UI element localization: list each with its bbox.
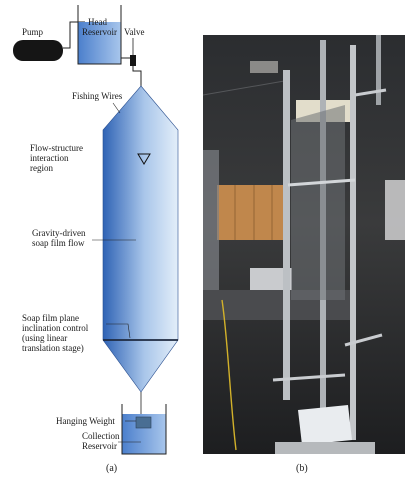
label-inclination-line2: inclination control xyxy=(22,323,89,333)
label-valve: Valve xyxy=(124,27,145,37)
fishing-wires-leader xyxy=(112,102,121,114)
ceiling-beam xyxy=(202,79,291,96)
valve-shape xyxy=(130,55,136,66)
fsi-triangle-icon xyxy=(137,153,151,165)
valve-outlet-tube xyxy=(132,66,142,88)
label-gravity-line1: Gravity-driven xyxy=(32,228,86,238)
photo-panel: (b) xyxy=(202,35,405,474)
head-reservoir-container xyxy=(77,5,122,65)
label-inclination-line1: Soap film plane xyxy=(22,313,79,323)
whiteboard xyxy=(385,180,405,240)
frame-rail-left xyxy=(283,70,290,400)
caption-b: (b) xyxy=(296,463,308,474)
schematic-panel: Pump Head Reservoir Valve Fishing Wires … xyxy=(13,5,179,474)
floor-stand xyxy=(275,442,375,454)
head-reservoir-water xyxy=(78,22,121,64)
label-inclination-line4: translation stage) xyxy=(22,343,84,353)
wooden-cabinets xyxy=(217,185,290,240)
soap-film xyxy=(102,85,179,393)
inclination-leader xyxy=(106,323,131,339)
label-pump: Pump xyxy=(22,27,44,37)
film-plate xyxy=(291,105,345,300)
label-inclination-line3: (using linear xyxy=(22,333,67,343)
frame-rail-far xyxy=(376,35,381,105)
cross-bar-2 xyxy=(272,373,346,382)
label-collection-line2: Reservoir xyxy=(82,441,117,451)
label-gravity-line2: soap film flow xyxy=(32,238,85,248)
cross-bar-4 xyxy=(354,88,387,97)
label-fsi-line3: region xyxy=(30,163,53,173)
cross-bar-3 xyxy=(344,333,383,347)
collection-reservoir-container xyxy=(121,404,167,455)
label-fsi-line2: interaction xyxy=(30,153,69,163)
label-head-reservoir-line2: Reservoir xyxy=(82,27,117,37)
label-hanging-weight: Hanging Weight xyxy=(56,416,115,426)
left-shelf xyxy=(203,150,219,310)
caption-a: (a) xyxy=(106,463,117,474)
instrument-box xyxy=(250,268,292,290)
pump-shape xyxy=(13,40,63,61)
hanging-weight-shape xyxy=(135,416,152,429)
label-head-reservoir-line1: Head xyxy=(88,17,107,27)
yellow-cable xyxy=(221,299,237,451)
label-fsi-line1: Flow-structure xyxy=(30,143,83,153)
cross-bar-1 xyxy=(287,178,356,187)
label-fishing-wires: Fishing Wires xyxy=(72,91,123,101)
frame-rail-right xyxy=(350,45,356,440)
collection-tub xyxy=(298,405,352,445)
label-collection-line1: Collection xyxy=(82,431,120,441)
ceiling-light xyxy=(250,61,278,73)
